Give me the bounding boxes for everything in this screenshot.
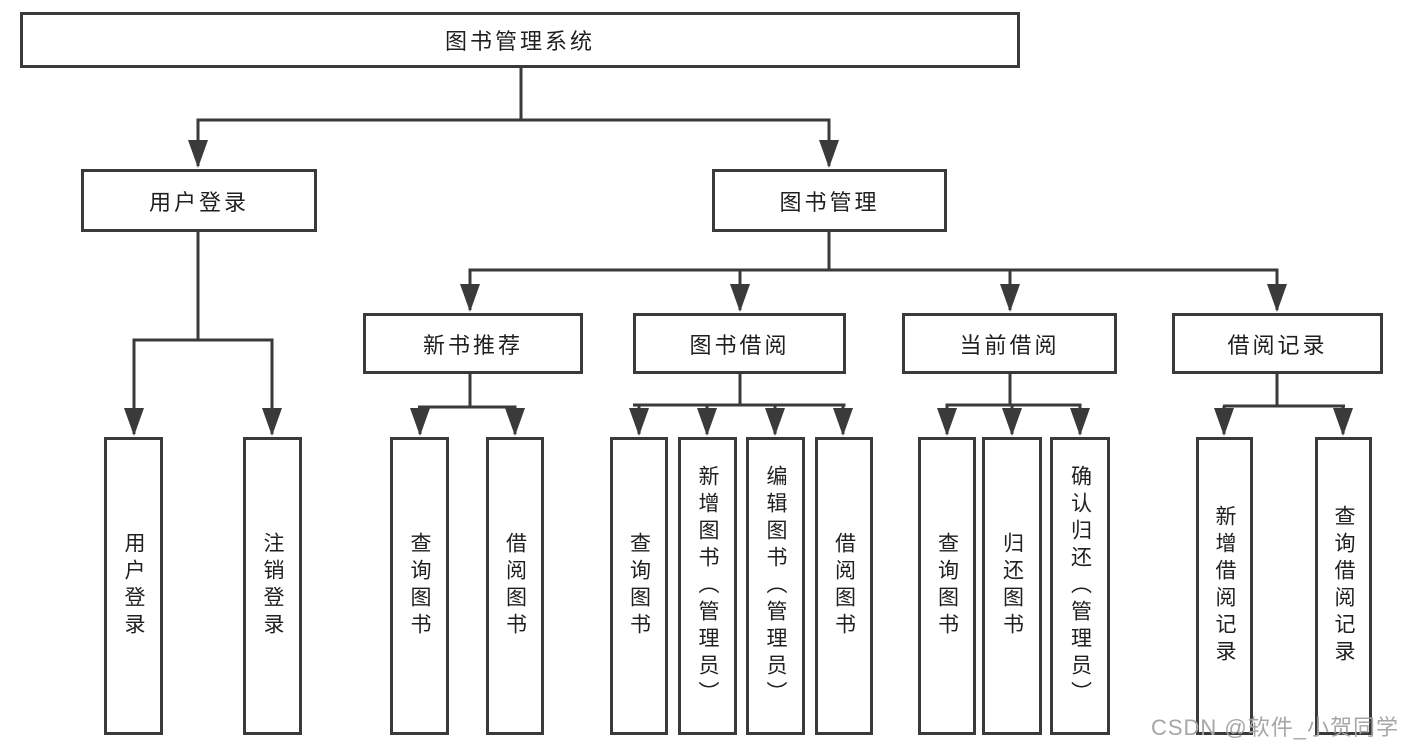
leaf-query-borrow-record: 查询借阅记录 [1315, 437, 1372, 735]
node-user-login: 用户登录 [81, 169, 317, 232]
node-label: 用户登录 [122, 532, 145, 640]
leaf-borrow-books-borrowing: 借阅图书 [815, 437, 873, 735]
edges-current-borrowing-children [937, 374, 1090, 436]
leaf-query-books-borrowing: 查询图书 [610, 437, 668, 735]
leaf-confirm-return-admin: 确认归还（管理员） [1050, 437, 1110, 735]
node-label: 当前借阅 [959, 332, 1060, 358]
node-label: 图书管理系统 [444, 29, 595, 54]
node-label: 查询图书 [408, 532, 431, 640]
node-label: 图书管理 [779, 189, 880, 215]
node-new-book-recommendation: 新书推荐 [363, 313, 583, 374]
edges-book-management-children [460, 232, 1287, 312]
node-borrowing-records: 借阅记录 [1172, 313, 1383, 374]
node-label: 借阅图书 [832, 532, 856, 640]
watermark: CSDN @软件_小贺同学 [1150, 715, 1399, 740]
node-label: 用户登录 [148, 189, 249, 215]
leaf-user-login: 用户登录 [104, 437, 163, 735]
node-label: 查询图书 [935, 532, 959, 640]
node-label: 归还图书 [1000, 532, 1024, 640]
leaf-logout: 注销登录 [243, 437, 302, 735]
node-label: 新书推荐 [422, 332, 523, 358]
node-label: 新增图书（管理员） [696, 464, 719, 708]
leaf-return-books: 归还图书 [982, 437, 1042, 735]
leaf-add-borrow-record: 新增借阅记录 [1196, 437, 1253, 735]
node-label: 图书借阅 [689, 332, 790, 358]
node-label: 编辑图书（管理员） [764, 464, 787, 708]
node-label: 查询图书 [627, 532, 651, 640]
leaf-query-books-newbook: 查询图书 [390, 437, 449, 735]
leaf-edit-book-admin: 编辑图书（管理员） [746, 437, 805, 735]
edges-new-book-children [410, 374, 525, 436]
node-book-management: 图书管理 [712, 169, 947, 232]
edges-book-borrowing-children [629, 374, 853, 436]
edges-root-to-level2 [188, 68, 839, 168]
node-current-borrowing: 当前借阅 [902, 313, 1117, 374]
node-label: 借阅图书 [503, 532, 527, 640]
node-library-management-system: 图书管理系统 [20, 12, 1020, 68]
edges-borrowing-records-children [1214, 374, 1353, 436]
node-book-borrowing: 图书借阅 [633, 313, 846, 374]
node-label: 新增借阅记录 [1213, 505, 1236, 667]
leaf-borrow-books-newbook: 借阅图书 [486, 437, 544, 735]
leaf-add-book-admin: 新增图书（管理员） [678, 437, 737, 735]
node-label: 注销登录 [261, 532, 284, 640]
edges-user-login-children [124, 232, 282, 436]
leaf-query-books-current: 查询图书 [918, 437, 976, 735]
node-label: 查询借阅记录 [1332, 505, 1355, 667]
node-label: 确认归还（管理员） [1068, 464, 1092, 708]
node-label: 借阅记录 [1227, 332, 1328, 358]
